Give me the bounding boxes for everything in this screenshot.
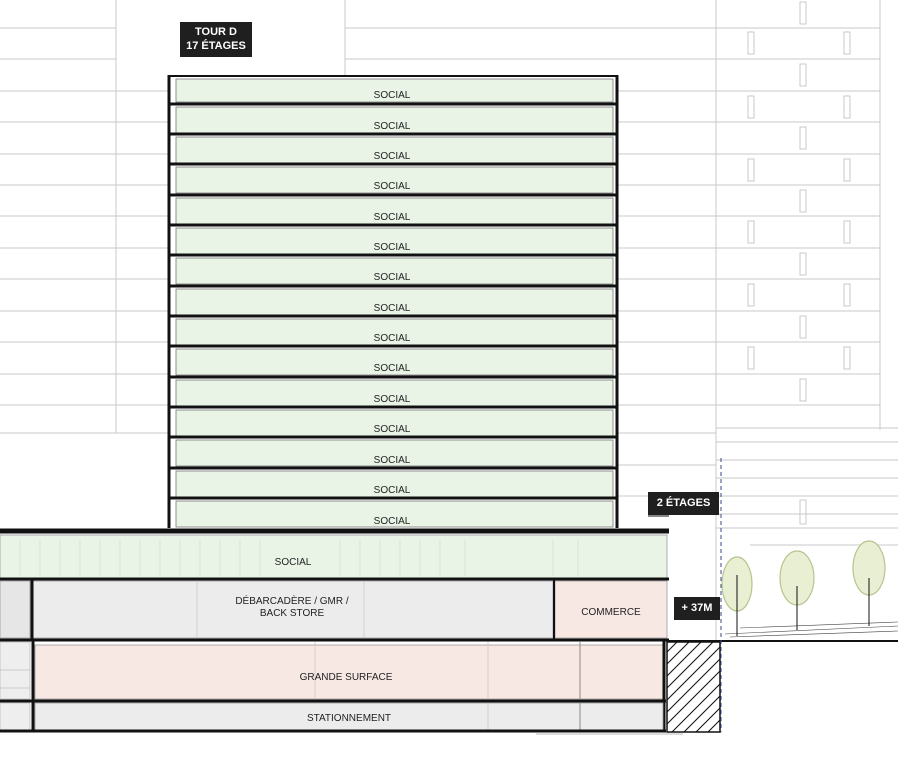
floor-label: SOCIAL (373, 272, 411, 283)
middle-background-building (344, 0, 716, 497)
loading-label: DÉBARCADÈRE / GMR / BACK STORE (212, 596, 372, 620)
loading-label-line1: DÉBARCADÈRE / GMR / (235, 596, 349, 607)
floor-label: SOCIAL (373, 242, 411, 253)
tower-d (167, 75, 619, 528)
parking-label: STATIONNEMENT (306, 713, 392, 724)
commerce-label: COMMERCE (581, 607, 641, 618)
floor-label: SOCIAL (373, 151, 411, 162)
floor-label: SOCIAL (373, 181, 411, 192)
floor-label: SOCIAL (373, 363, 411, 374)
floor-label: SOCIAL (373, 424, 411, 435)
floor-label: SOCIAL (373, 303, 411, 314)
tower-slabs (168, 102, 618, 500)
tree (721, 556, 753, 636)
floor-label: SOCIAL (373, 455, 411, 466)
tree (852, 540, 886, 626)
podium (0, 528, 683, 735)
left-background-building (0, 0, 168, 434)
floor-label: SOCIAL (373, 394, 411, 405)
floor-label: SOCIAL (373, 212, 411, 223)
tower-tag: TOUR D 17 ÉTAGES (180, 22, 252, 57)
podium-storeys-tag: 2 ÉTAGES (648, 492, 719, 515)
floor-label: SOCIAL (373, 121, 411, 132)
tower-tag-line1: TOUR D (195, 26, 237, 38)
grande-surface-label: GRANDE SURFACE (299, 672, 393, 683)
tower-tag-line2: 17 ÉTAGES (186, 40, 246, 52)
tower-floor-fills (175, 78, 614, 528)
floor-label: SOCIAL (373, 485, 411, 496)
podium-social-label: SOCIAL (274, 557, 312, 568)
tree (779, 550, 815, 630)
floor-label: SOCIAL (373, 333, 411, 344)
loading-label-line2: BACK STORE (259, 608, 325, 619)
floor-label: SOCIAL (373, 516, 411, 527)
right-background-building (715, 0, 898, 640)
height-tag: + 37M (674, 597, 720, 620)
floor-label: SOCIAL (373, 90, 411, 101)
ground-hatch (666, 458, 898, 733)
street-trees (721, 540, 886, 636)
